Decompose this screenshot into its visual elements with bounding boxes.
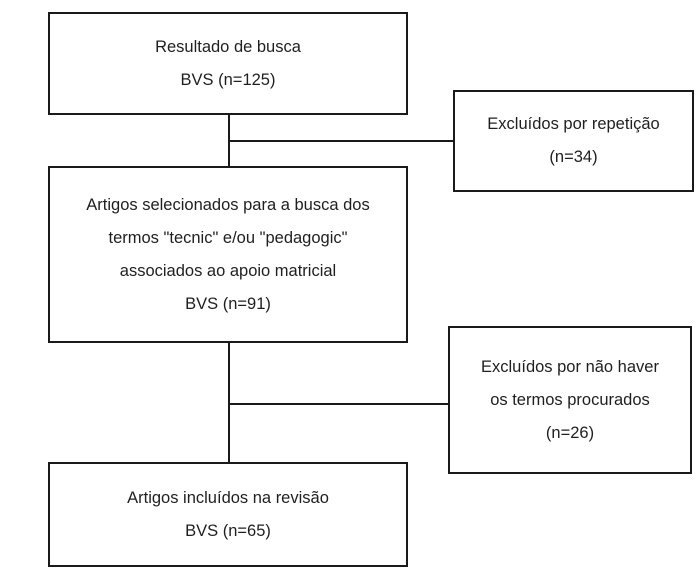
excluded-no-terms-line-1: Excluídos por não haver bbox=[481, 357, 659, 376]
connector-branch-excluded-repetition bbox=[228, 140, 453, 142]
box-search-result: Resultado de busca BVS (n=125) bbox=[48, 12, 408, 115]
search-result-line-1: Resultado de busca bbox=[155, 37, 301, 56]
included-articles-line-1: Artigos incluídos na revisão bbox=[127, 488, 329, 507]
box-selected-articles: Artigos selecionados para a busca dos te… bbox=[48, 166, 408, 343]
connector-branch-excluded-no-terms bbox=[228, 403, 448, 405]
box-excluded-no-terms: Excluídos por não haver os termos procur… bbox=[448, 326, 692, 474]
included-articles-line-2: BVS (n=65) bbox=[185, 521, 271, 540]
excluded-no-terms-line-2: os termos procurados bbox=[490, 390, 650, 409]
excluded-no-terms-line-3: (n=26) bbox=[545, 423, 595, 442]
connector-middle-to-bottom bbox=[228, 343, 230, 462]
box-excluded-repetition: Excluídos por repetição (n=34) bbox=[453, 90, 694, 192]
selected-articles-line-3: associados ao apoio matricial bbox=[119, 261, 337, 280]
excluded-repetition-line-2: (n=34) bbox=[549, 148, 598, 166]
selected-articles-line-1: Artigos selecionados para a busca dos bbox=[86, 195, 370, 214]
search-result-line-2: BVS (n=125) bbox=[180, 70, 276, 89]
selected-articles-line-2: termos "tecnic" e/ou "pedagogic" bbox=[108, 228, 348, 247]
box-included-articles: Artigos incluídos na revisão BVS (n=65) bbox=[48, 462, 408, 567]
excluded-repetition-line-1: Excluídos por repetição bbox=[487, 115, 660, 133]
selected-articles-line-4: BVS (n=91) bbox=[185, 294, 271, 313]
